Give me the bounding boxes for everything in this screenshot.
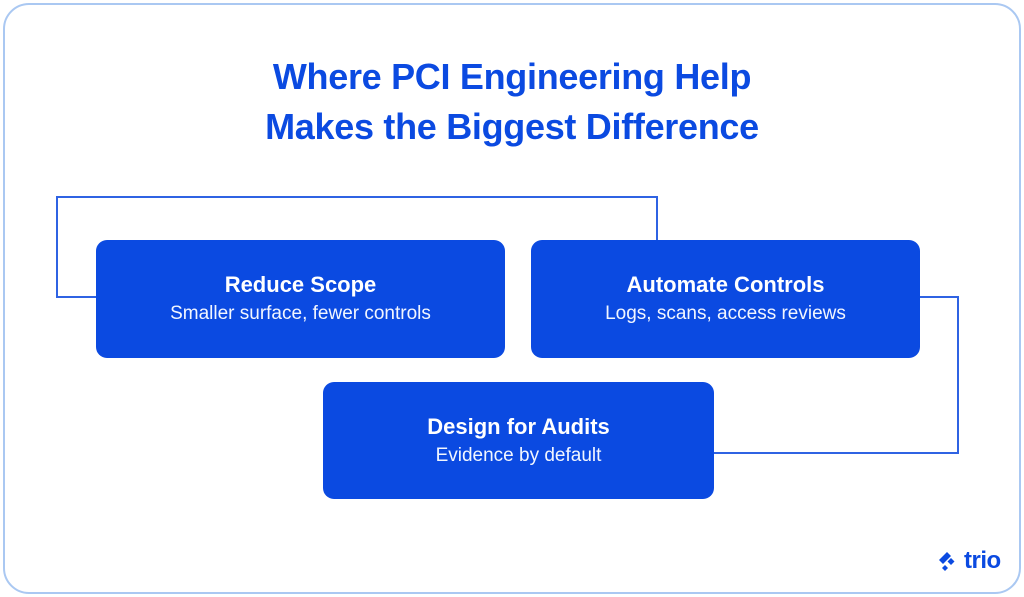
brand-wordmark: trio (964, 547, 1001, 574)
connector-out-automate-controls (918, 296, 959, 298)
card-subtitle: Smaller surface, fewer controls (170, 303, 431, 324)
card-title: Design for Audits (427, 413, 610, 439)
connector-into-automate-controls (656, 196, 658, 242)
card-design-for-audits[interactable]: Design for Audits Evidence by default (323, 382, 714, 499)
card-title: Automate Controls (626, 272, 825, 297)
trio-diamond-mark-icon (939, 552, 955, 571)
card-title: Reduce Scope (224, 272, 377, 297)
connector-into-reduce-scope (56, 296, 98, 298)
connector-into-design-for-audits (712, 452, 959, 454)
connector-right-vertical (957, 296, 959, 454)
card-subtitle: Logs, scans, access reviews (605, 303, 846, 324)
page-title: Where PCI Engineering Help Makes the Big… (0, 52, 1024, 152)
connector-top-horizontal (56, 196, 658, 198)
card-subtitle: Evidence by default (435, 444, 602, 466)
connector-left-vertical (56, 196, 58, 298)
brand-logo: trio (936, 547, 1001, 575)
page-title-line-1: Where PCI Engineering Help (272, 56, 752, 97)
page-title-line-2: Makes the Biggest Difference (265, 106, 759, 147)
card-automate-controls[interactable]: Automate Controls Logs, scans, access re… (531, 240, 920, 358)
card-reduce-scope[interactable]: Reduce Scope Smaller surface, fewer cont… (96, 240, 505, 358)
